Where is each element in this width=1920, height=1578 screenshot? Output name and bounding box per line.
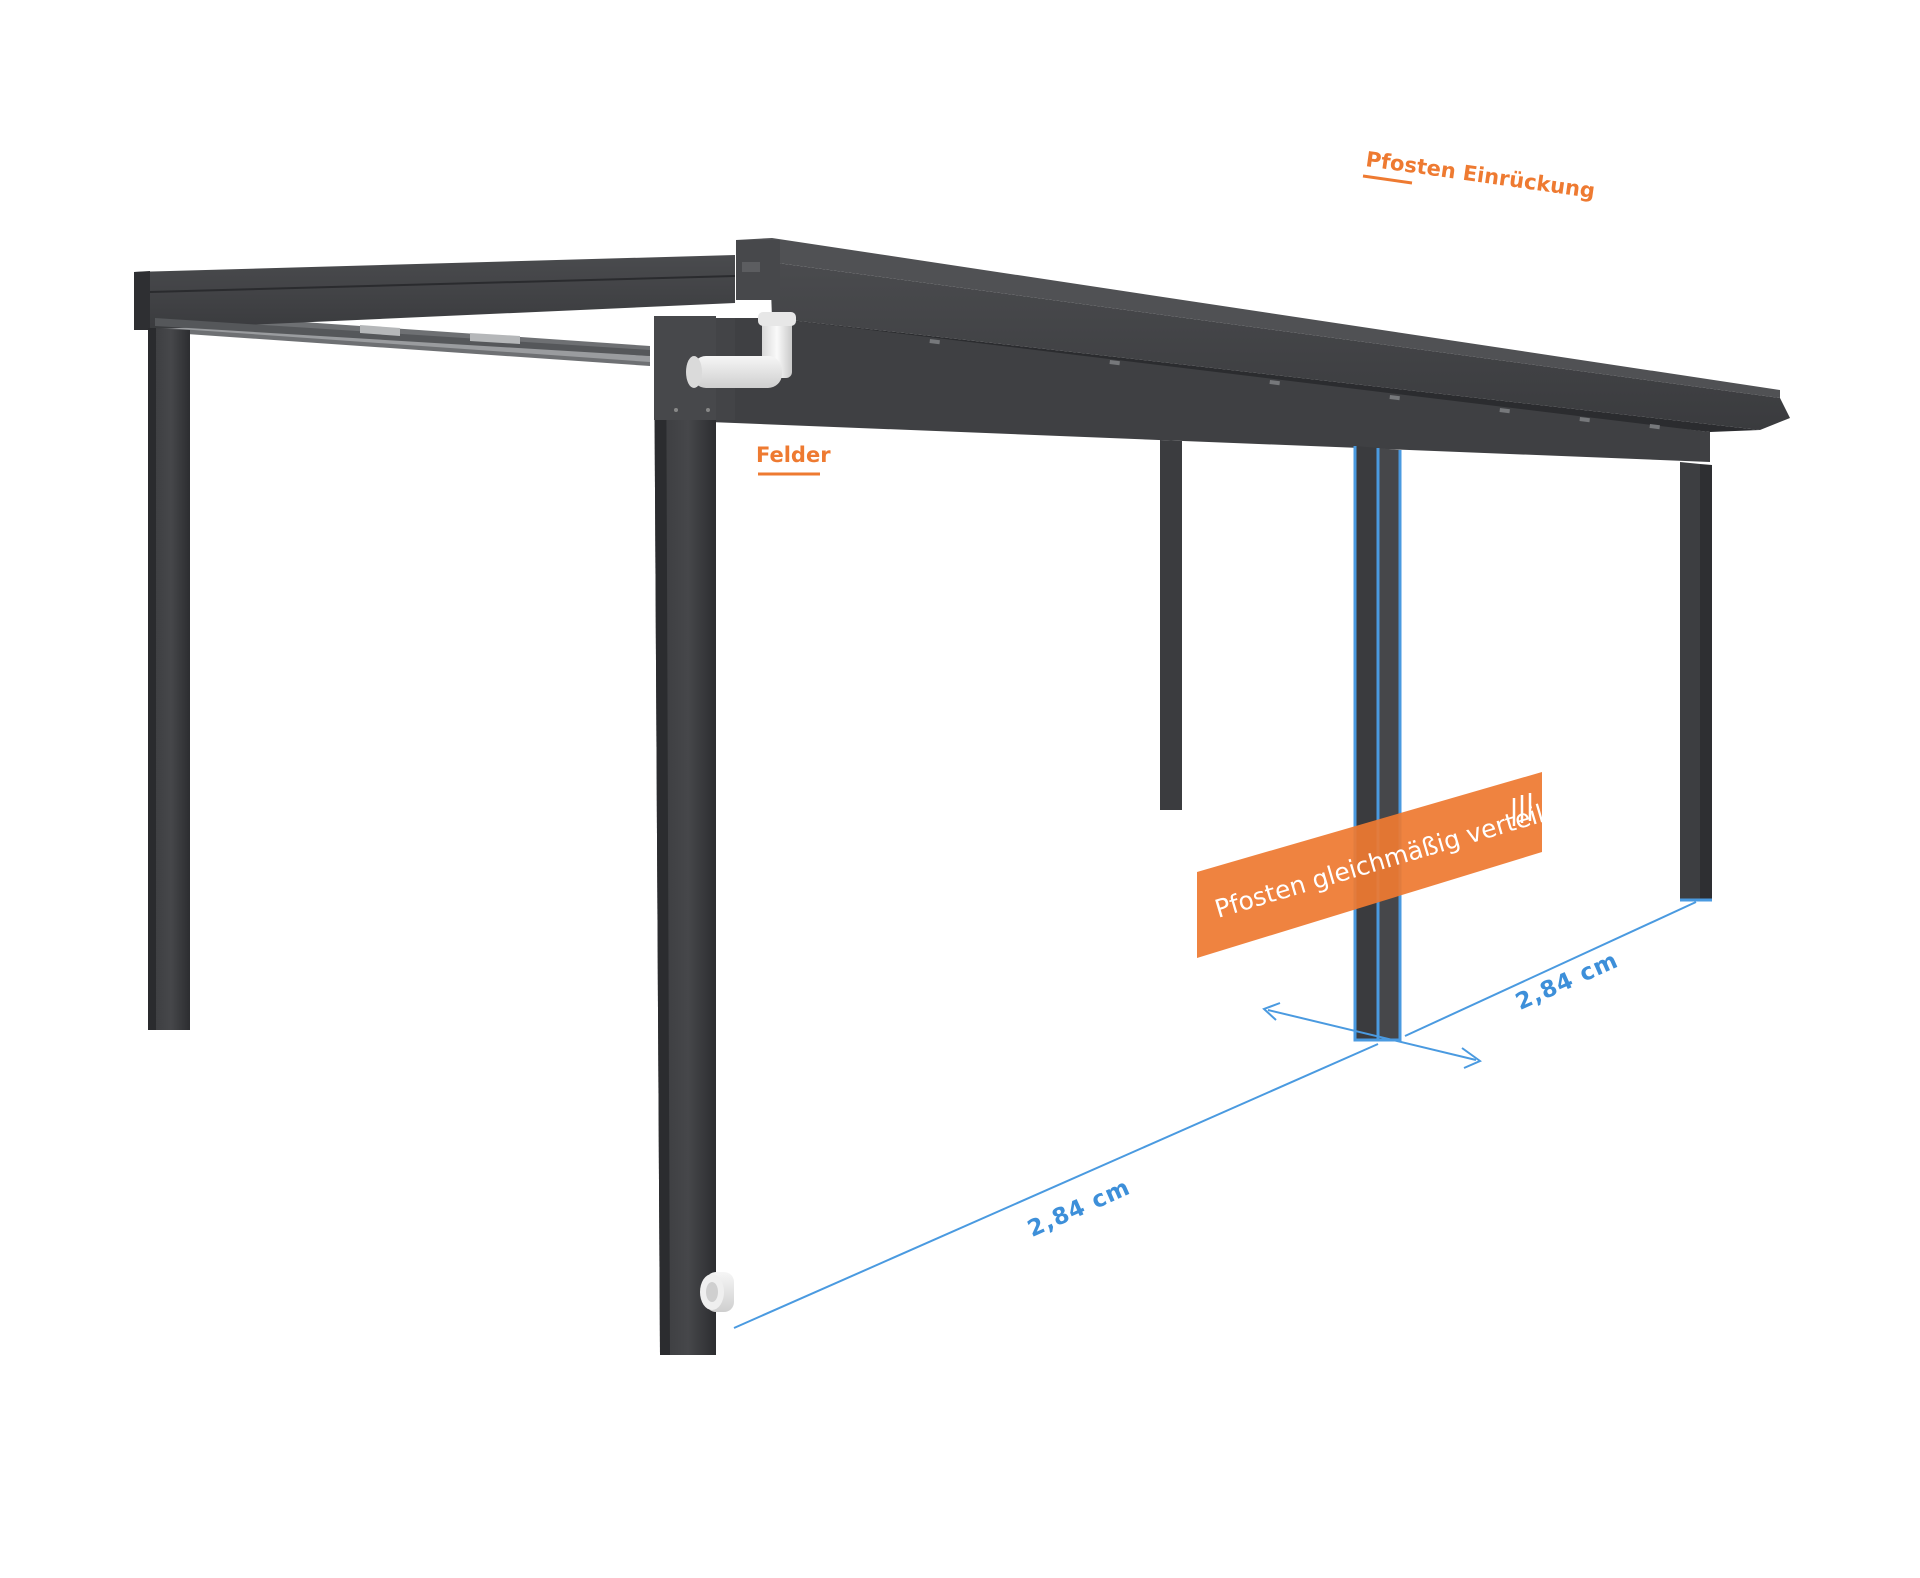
front-gutter-beam xyxy=(660,238,1790,462)
back-left-post xyxy=(148,328,190,1030)
dimension-right-span-label: 2,84 cm xyxy=(1512,947,1622,1015)
far-middle-post xyxy=(1160,440,1182,810)
downpipe-outlet-bottom xyxy=(700,1272,734,1312)
tab-fields[interactable]: Felder xyxy=(756,443,831,476)
tab-post-indent[interactable]: Pfosten Einrückung xyxy=(1362,147,1597,203)
tab-fields-label: Felder xyxy=(756,443,831,467)
dimension-front-span: 2,84 cm xyxy=(733,1043,1379,1329)
downpipe-elbow-top xyxy=(686,312,796,388)
tab-post-indent-label: Pfosten Einrückung xyxy=(1364,147,1596,203)
right-post xyxy=(1680,462,1712,902)
dimension-right-span: 2,84 cm xyxy=(1404,901,1697,1037)
middle-post[interactable] xyxy=(1353,446,1402,1042)
post-move-handle[interactable] xyxy=(1262,1002,1483,1069)
front-left-post xyxy=(654,316,716,1355)
distribute-posts-icon xyxy=(1512,793,1532,826)
dimension-front-span-label: 2,84 cm xyxy=(1024,1174,1134,1242)
back-roof-frame xyxy=(134,255,736,366)
